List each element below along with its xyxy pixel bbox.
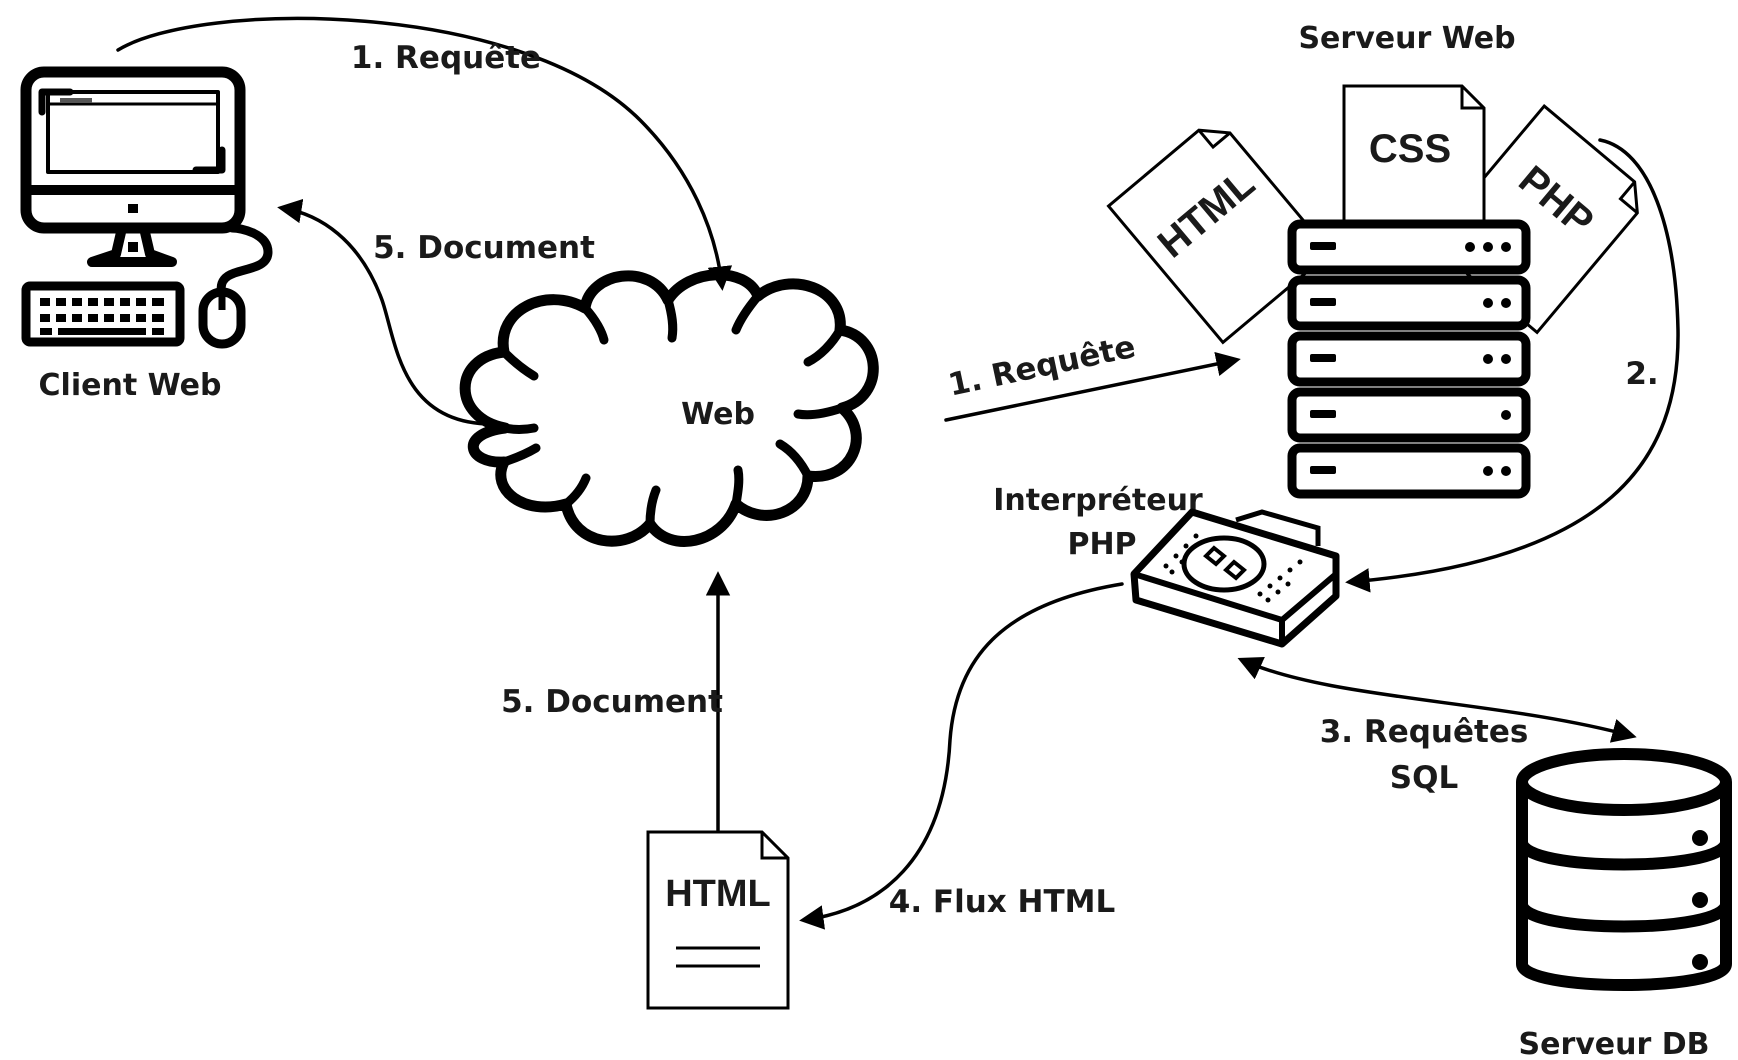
edge-label-flux-html: 4. Flux HTML xyxy=(889,884,1116,920)
html-file-icon: HTML xyxy=(1106,128,1333,345)
database-icon xyxy=(1516,748,1732,991)
arrow-interpreter-to-html xyxy=(799,582,1124,930)
server-rack-icon xyxy=(1287,219,1531,499)
document-html-label: HTML xyxy=(665,873,771,915)
interpreter-label-line1: Interpréteur xyxy=(993,483,1203,518)
server-doc-css: CSS xyxy=(1369,127,1451,171)
edge-label-sql-line1: 3. Requêtes xyxy=(1320,714,1529,750)
arrow-server-to-interpreter xyxy=(1345,138,1680,593)
arrow-web-to-server xyxy=(944,351,1241,422)
serveur-web-label: Serveur Web xyxy=(1298,21,1515,56)
edge-label-sql-line2: SQL xyxy=(1390,760,1458,796)
edge-label-html-to-web: 5. Document xyxy=(501,684,723,720)
serveur-db-label: Serveur DB xyxy=(1518,1027,1709,1060)
edge-label-web-to-client: 5. Document xyxy=(373,230,595,266)
edge-label-client-to-web: 1. Requête xyxy=(351,40,541,76)
interpreter-label-line2: PHP xyxy=(1067,527,1136,562)
arrow-web-to-client xyxy=(277,198,494,426)
web-label: Web xyxy=(681,397,755,432)
arrow-interpreter-db xyxy=(1237,656,1637,743)
desktop-computer-icon xyxy=(20,66,273,349)
circuit-board-icon xyxy=(1130,508,1340,648)
arrow-client-to-web xyxy=(116,16,733,291)
document-icon xyxy=(646,830,790,1010)
edge-label-server-to-interpreter: 2. xyxy=(1625,356,1658,392)
cloud-icon xyxy=(459,269,879,547)
edge-label-web-to-server: 1. Requête xyxy=(945,329,1139,404)
client-web-label: Client Web xyxy=(39,368,222,403)
